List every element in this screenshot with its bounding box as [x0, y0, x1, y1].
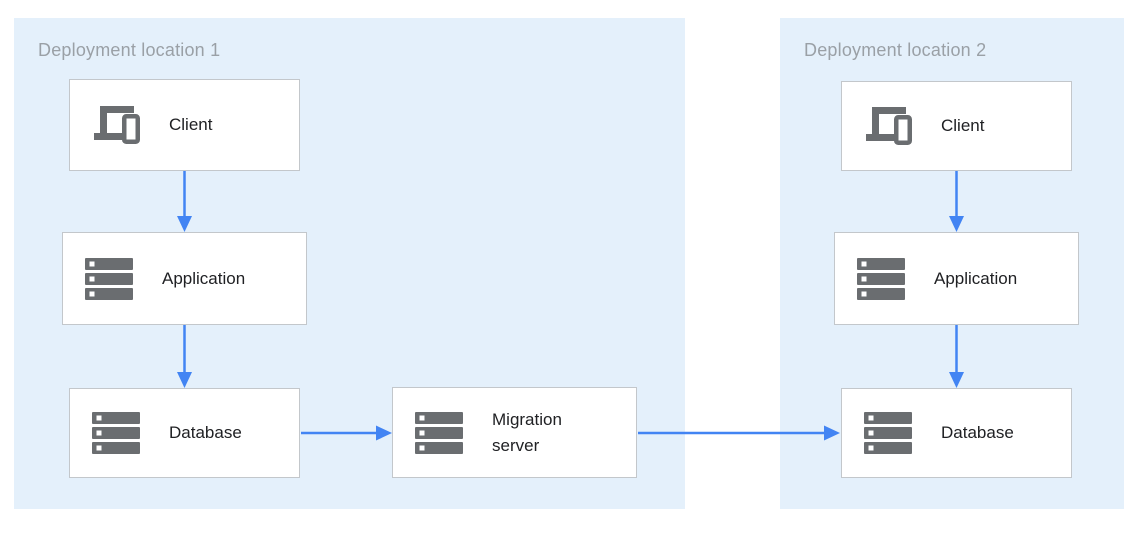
node-label: Client: [169, 115, 213, 134]
node-client-1: Client: [69, 79, 300, 171]
node-application-2: Application: [834, 232, 1079, 325]
node-label: Database: [169, 423, 242, 442]
node-label: Database: [941, 423, 1014, 442]
server-stack-icon: [412, 411, 466, 454]
region-title: Deployment location 2: [804, 40, 987, 60]
node-application-1: Application: [62, 232, 307, 325]
server-stack-icon: [861, 412, 915, 454]
node-migration-server: Migration server: [392, 387, 637, 478]
client-devices-icon: [861, 105, 915, 147]
region-title: Deployment location 1: [38, 40, 221, 60]
node-database-2: Database: [841, 388, 1072, 478]
node-label: Application: [934, 268, 1018, 288]
node-database-1: Database: [69, 388, 300, 478]
client-devices-icon: [89, 104, 143, 146]
server-stack-icon: [854, 257, 908, 300]
server-stack-icon: [82, 257, 136, 300]
node-label: Migration server: [492, 409, 562, 455]
node-client-2: Client: [841, 81, 1072, 171]
server-stack-icon: [89, 412, 143, 454]
node-label: Client: [941, 116, 985, 135]
node-label: Application: [162, 268, 246, 288]
